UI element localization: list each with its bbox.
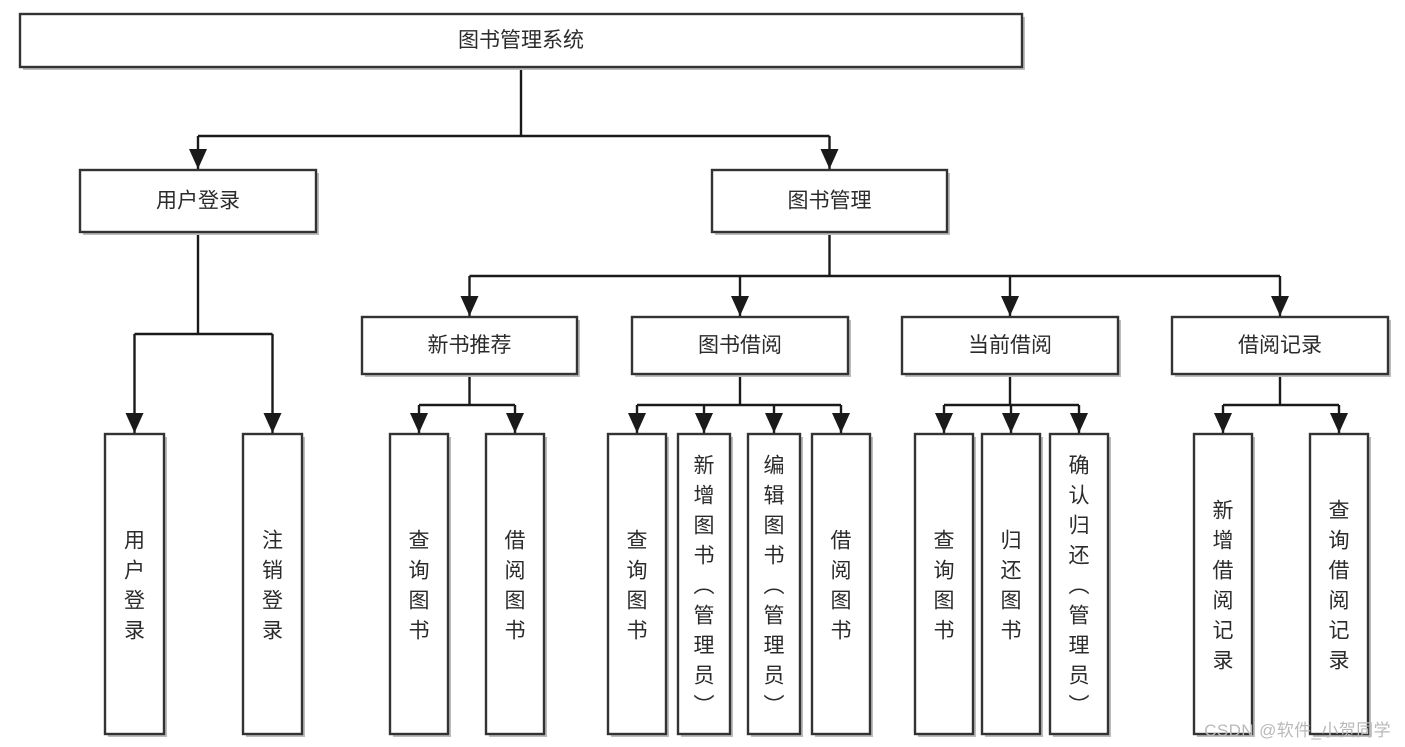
edges-layer: [125, 67, 1348, 433]
node-label: 新书推荐: [428, 334, 512, 357]
node-label: 用户登录: [156, 190, 240, 213]
node-rect[interactable]: [78, 168, 318, 234]
node-rect[interactable]: [1170, 315, 1390, 376]
node-label: 图书管理: [788, 190, 872, 213]
node-rect[interactable]: [606, 432, 668, 736]
node-label: 借阅图书: [505, 529, 526, 642]
node-label: 查询图书: [409, 529, 430, 642]
node-leaf-borrow-book-2[interactable]: 借阅图书: [810, 432, 873, 737]
node-label: 编辑图书︵管理员︶: [764, 454, 785, 717]
node-rect[interactable]: [241, 432, 304, 736]
nodes-layer: 图书管理系统用户登录图书管理新书推荐图书借阅当前借阅借阅记录用户登录注销登录查询…: [18, 12, 1391, 737]
node-leaf-edit-book[interactable]: 编辑图书︵管理员︶: [746, 432, 803, 737]
edge-group-borrow-record: [1214, 374, 1348, 433]
node-label: 借阅图书: [831, 529, 852, 642]
node-label: 查询图书: [934, 529, 955, 642]
node-leaf-confirm-return[interactable]: 确认归还︵管理员︶: [1048, 432, 1111, 737]
arrow-head-icon: [189, 149, 207, 169]
arrow-head-icon: [820, 149, 839, 169]
arrow-head-icon: [695, 413, 713, 433]
node-leaf-add-record[interactable]: 新增借阅记录: [1192, 432, 1255, 737]
node-rect[interactable]: [630, 315, 850, 376]
node-label: 查询借阅记录: [1329, 499, 1350, 672]
node-user-login[interactable]: 用户登录: [78, 168, 319, 235]
node-leaf-query-book-2[interactable]: 查询图书: [606, 432, 669, 737]
arrow-head-icon: [832, 413, 850, 433]
node-leaf-query-book-3[interactable]: 查询图书: [913, 432, 976, 737]
arrow-head-icon: [1002, 413, 1020, 433]
edge-group-user-login: [125, 232, 282, 433]
node-rect[interactable]: [746, 432, 802, 736]
arrow-head-icon: [628, 413, 646, 433]
arrow-head-icon: [731, 296, 749, 316]
node-leaf-return-book[interactable]: 归还图书: [980, 432, 1043, 737]
node-rect[interactable]: [810, 432, 872, 736]
arrow-head-icon: [765, 413, 783, 433]
node-label: 当前借阅: [968, 334, 1052, 357]
node-label: 借阅记录: [1238, 334, 1322, 357]
node-leaf-user-login[interactable]: 用户登录: [103, 432, 167, 737]
arrow-head-icon: [1001, 296, 1019, 316]
node-rect[interactable]: [18, 12, 1024, 69]
edge-group-new-book-recommend: [410, 374, 524, 433]
node-new-book-recommend[interactable]: 新书推荐: [360, 315, 580, 377]
node-rect[interactable]: [913, 432, 975, 736]
node-leaf-logout[interactable]: 注销登录: [241, 432, 305, 737]
node-label: 新增借阅记录: [1213, 499, 1234, 672]
node-rect[interactable]: [360, 315, 579, 376]
node-root[interactable]: 图书管理系统: [18, 12, 1025, 70]
arrow-head-icon: [935, 413, 953, 433]
arrow-head-icon: [410, 413, 428, 433]
arrow-head-icon: [263, 413, 282, 433]
arrow-head-icon: [1330, 413, 1348, 433]
node-label: 注销登录: [262, 529, 283, 642]
edge-group-book-manage: [460, 232, 1289, 316]
node-leaf-query-record[interactable]: 查询借阅记录: [1308, 432, 1371, 737]
node-current-borrow[interactable]: 当前借阅: [900, 315, 1121, 377]
node-rect[interactable]: [900, 315, 1120, 376]
node-book-manage[interactable]: 图书管理: [710, 168, 950, 235]
node-book-borrow[interactable]: 图书借阅: [630, 315, 851, 377]
node-leaf-query-book-1[interactable]: 查询图书: [388, 432, 451, 737]
node-rect[interactable]: [710, 168, 949, 234]
node-rect[interactable]: [1192, 432, 1254, 736]
node-label: 新增图书︵管理员︶: [694, 454, 715, 717]
node-label: 查询图书: [627, 529, 648, 642]
arrow-head-icon: [460, 296, 479, 316]
edge-group-book-borrow: [628, 374, 850, 433]
node-rect[interactable]: [103, 432, 166, 736]
arrow-head-icon: [506, 413, 524, 433]
node-label: 确认归还︵管理员︶: [1069, 454, 1090, 717]
node-rect[interactable]: [1048, 432, 1110, 736]
node-rect[interactable]: [980, 432, 1042, 736]
node-rect[interactable]: [676, 432, 732, 736]
arrow-head-icon: [1214, 413, 1232, 433]
node-label: 用户登录: [124, 529, 145, 642]
arrow-head-icon: [1271, 296, 1289, 316]
arrow-head-icon: [125, 413, 144, 433]
node-rect[interactable]: [484, 432, 546, 736]
node-label: 归还图书: [1001, 529, 1022, 642]
node-label: 图书借阅: [698, 334, 782, 357]
edge-group-current-borrow: [935, 374, 1088, 433]
arrow-head-icon: [1070, 413, 1088, 433]
node-rect[interactable]: [1308, 432, 1370, 736]
node-rect[interactable]: [388, 432, 450, 736]
node-borrow-record[interactable]: 借阅记录: [1170, 315, 1391, 377]
node-leaf-add-book[interactable]: 新增图书︵管理员︶: [676, 432, 733, 737]
edge-group-root: [189, 67, 839, 169]
node-label: 图书管理系统: [458, 29, 584, 52]
node-leaf-borrow-book-1[interactable]: 借阅图书: [484, 432, 547, 737]
